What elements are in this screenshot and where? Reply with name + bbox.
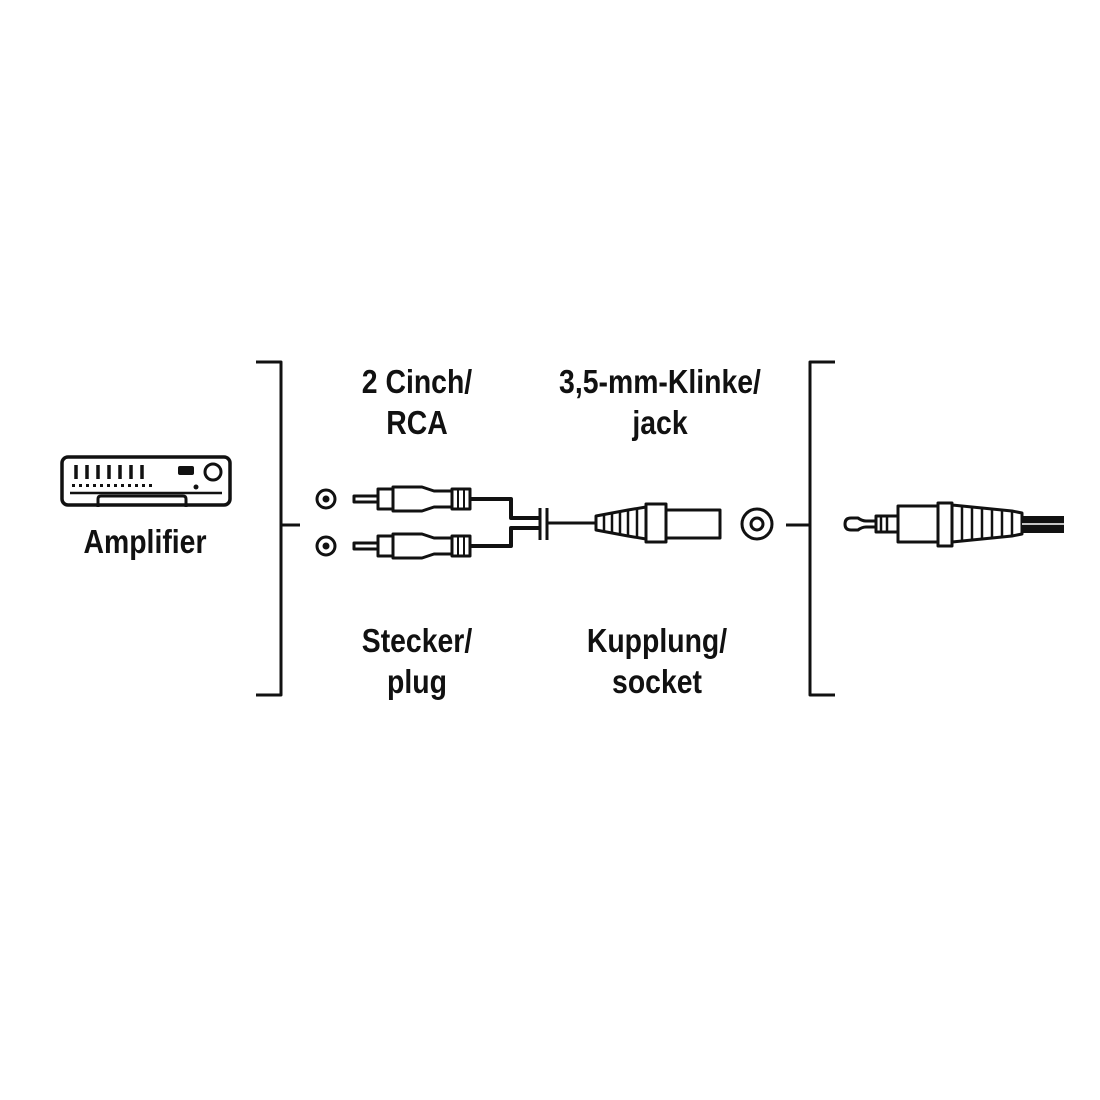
jack-label: 3,5-mm-Klinke/ jack xyxy=(540,361,781,443)
plug-label-line1: Stecker/ xyxy=(361,622,473,659)
rca-label: 2 Cinch/ RCA xyxy=(331,361,503,443)
socket-label-line1: Kupplung/ xyxy=(586,622,728,659)
left-bracket xyxy=(256,360,300,697)
rca-label-line1: 2 Cinch/ xyxy=(361,363,473,400)
right-bracket xyxy=(786,360,835,697)
amplifier-label: Amplifier xyxy=(55,521,236,562)
plug-label-line2: plug xyxy=(387,663,447,700)
rca-socket-icon xyxy=(315,488,337,557)
rca-label-line2: RCA xyxy=(386,404,448,441)
jack-label-line2: jack xyxy=(632,404,688,441)
amplifier-text: Amplifier xyxy=(83,523,207,560)
amplifier-icon xyxy=(60,455,232,507)
jack-coupling-icon xyxy=(594,502,722,544)
jack-plug-icon xyxy=(843,501,1064,548)
socket-label: Kupplung/ socket xyxy=(554,620,760,702)
rca-plug-icon xyxy=(352,485,472,560)
cable-icon xyxy=(470,497,596,548)
plug-label: Stecker/ plug xyxy=(331,620,503,702)
jack-label-line1: 3,5-mm-Klinke/ xyxy=(559,363,761,400)
jack-socket-icon xyxy=(740,507,774,541)
socket-label-line2: socket xyxy=(612,663,702,700)
